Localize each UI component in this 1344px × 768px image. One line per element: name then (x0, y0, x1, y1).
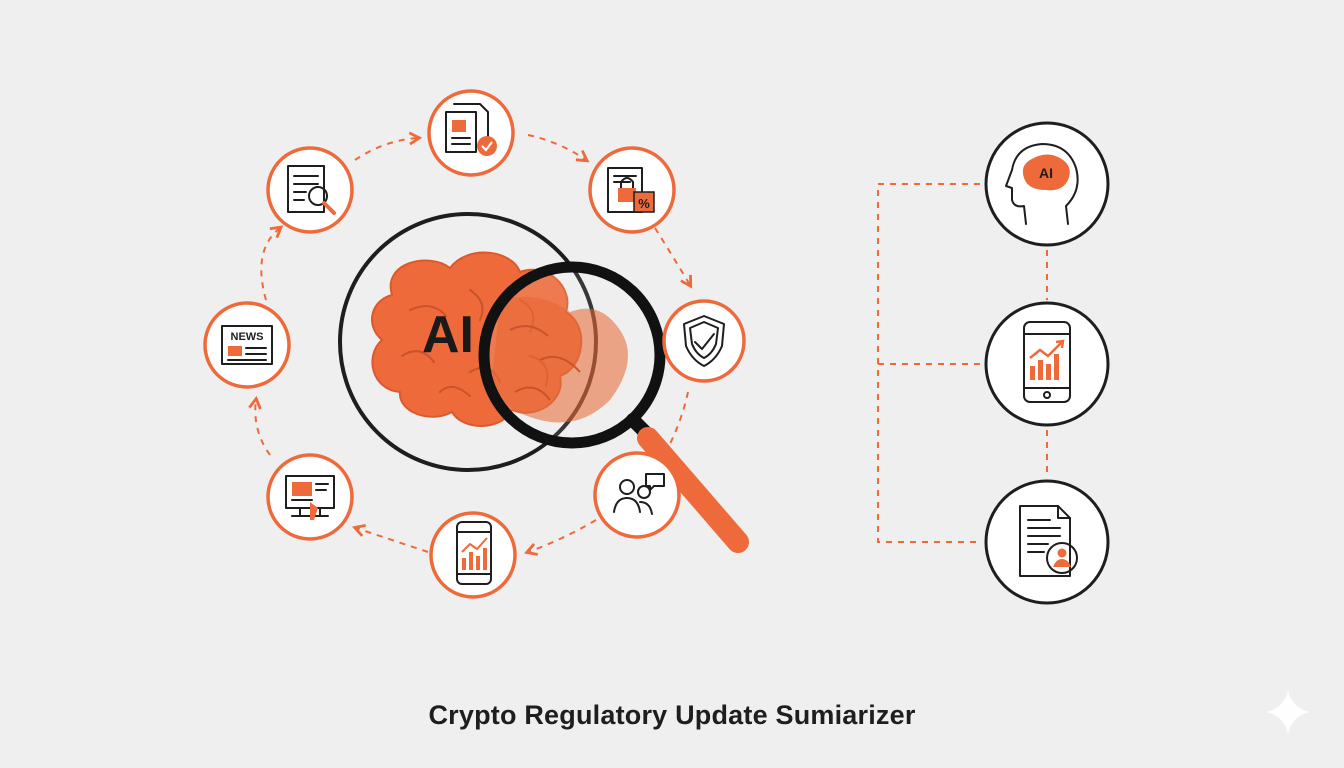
ai-hub: AI (338, 212, 749, 553)
phone-growth-chart-icon (1023, 321, 1071, 403)
side-node-ai-head[interactable]: AI (984, 121, 1110, 247)
diagram-title: Crypto Regulatory Update Sumiarizer (428, 700, 916, 730)
shield-check-icon (683, 315, 725, 367)
magnifier-icon (478, 261, 749, 553)
cycle-arrows (255, 135, 690, 552)
cycle-node-computer[interactable] (266, 453, 354, 541)
arrow-review-to-lock (527, 134, 586, 160)
users-chat-icon (613, 473, 665, 515)
sparkle-icon (1266, 690, 1310, 734)
lock-percent-document-icon: % (607, 167, 655, 213)
side-node-document-user[interactable] (984, 479, 1110, 605)
arrow-users-to-phone (528, 519, 597, 552)
newspaper-icon: NEWS (221, 325, 273, 365)
cycle-node-shield-check[interactable] (662, 299, 746, 383)
news-label: NEWS (231, 331, 264, 343)
computer-presentation-icon (285, 475, 335, 520)
hub-label: AI (422, 306, 474, 364)
arrow-computer-to-news (255, 400, 271, 456)
svg-text:%: % (638, 196, 650, 211)
ai-head-icon: AI (1005, 143, 1079, 225)
document-user-icon (1019, 505, 1078, 577)
document-review-icon (445, 103, 497, 156)
ai-head-label: AI (1039, 165, 1053, 181)
arrow-phone-to-computer (356, 528, 429, 553)
arrow-lock-to-shield (654, 227, 690, 285)
phone-growth-chart-icon (456, 521, 492, 585)
side-node-phone-chart[interactable] (984, 301, 1110, 427)
cycle-node-users-chat[interactable] (593, 451, 681, 539)
cycle-node-lock-percent[interactable]: % (588, 146, 676, 234)
document-search-icon (287, 165, 336, 215)
cycle-node-document-search[interactable] (266, 146, 354, 234)
cycle-node-news[interactable]: NEWS (203, 301, 291, 389)
cycle-node-phone-chart[interactable] (429, 511, 517, 599)
arrow-shield-to-users (667, 391, 689, 449)
cycle-node-document-review[interactable] (427, 89, 515, 177)
arrow-search-to-review (354, 138, 418, 161)
side-connectors (877, 183, 1048, 543)
arrow-news-to-search (260, 228, 280, 301)
